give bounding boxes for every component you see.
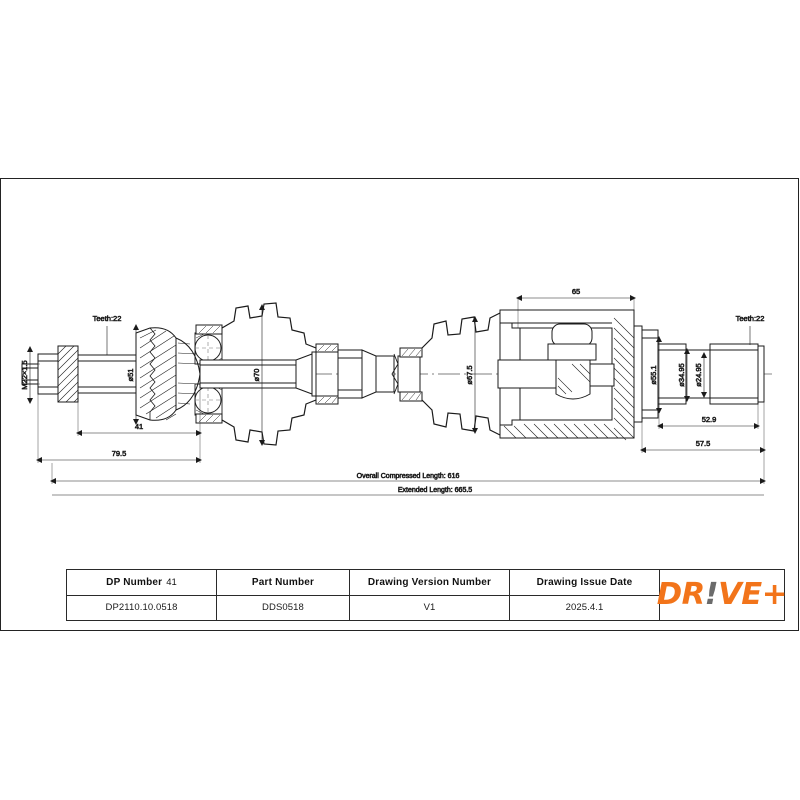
- header-label-issue-date: Drawing Issue Date: [536, 576, 633, 588]
- dimension-dia-34-95: ø34.95: [677, 363, 686, 386]
- dimension-52-9: 52.9: [702, 415, 717, 424]
- dimension-overall-compressed: Overall Compressed Length: 616: [357, 473, 460, 480]
- brand-logo-cell: DR!VE+: [656, 570, 788, 620]
- header-label-dp-number: DP Number: [106, 576, 163, 588]
- dimension-extended-length: Extended Length: 665.5: [398, 487, 472, 494]
- header-cell-issue-date: Drawing Issue Date: [510, 570, 660, 595]
- logo-text-post: VE+: [718, 577, 788, 612]
- value-cell-dp-number: DP2110.10.0518: [67, 595, 217, 620]
- value-drawing-version: V1: [423, 602, 436, 614]
- dimension-79-5: 79.5: [112, 449, 127, 458]
- value-part-number: DDS0518: [262, 602, 304, 614]
- dimension-teeth-right: Teeth:22: [736, 314, 765, 323]
- drive-plus-logo: DR!VE+: [656, 577, 788, 612]
- logo-exclamation-icon: !: [704, 577, 719, 612]
- dimension-dia-70: ø70: [252, 369, 261, 382]
- dimension-teeth-left: Teeth:22: [93, 314, 122, 323]
- header-cell-drawing-version: Drawing Version Number: [350, 570, 510, 595]
- value-cell-part-number: DDS0518: [217, 595, 350, 620]
- title-block: DP Number 41 Part Number Drawing Version…: [66, 569, 788, 621]
- dimension-57-5: 57.5: [696, 439, 711, 448]
- header-cell-dp-number: DP Number 41: [67, 570, 217, 595]
- dimension-dia-24-95: ø24.95: [694, 363, 703, 386]
- dimension-41: 41: [135, 422, 143, 431]
- dimension-65: 65: [572, 287, 580, 296]
- dimension-dia-55-1: ø55.1: [649, 365, 658, 384]
- dimension-dia-51: ø51: [126, 369, 135, 382]
- value-issue-date: 2025.4.1: [565, 602, 604, 614]
- logo-text-pre: DR: [656, 577, 705, 612]
- dimension-dia-67-5: ø67.5: [465, 365, 474, 384]
- header-label-part-number: Part Number: [251, 576, 315, 588]
- value-cell-drawing-version: V1: [350, 595, 510, 620]
- header-label-drawing-version: Drawing Version Number: [367, 576, 492, 588]
- title-block-header-row: DP Number 41 Part Number Drawing Version…: [67, 570, 784, 596]
- value-cell-issue-date: 2025.4.1: [510, 595, 660, 620]
- value-dp-number: DP2110.10.0518: [105, 602, 178, 614]
- dimension-thread-left: M22×1.5: [20, 360, 29, 389]
- technical-drawing-canvas: M22×1.5 Teeth:22 ø51 ø70: [20, 287, 772, 496]
- header-cell-part-number: Part Number: [217, 570, 350, 595]
- header-sub-dp-number: 41: [166, 576, 177, 588]
